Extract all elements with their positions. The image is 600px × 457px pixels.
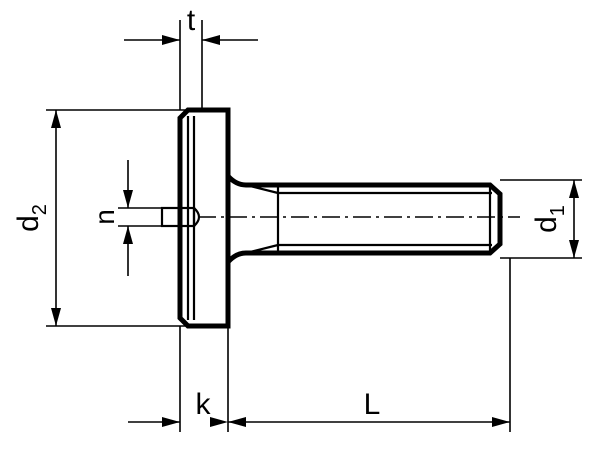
k-arrow-right bbox=[210, 417, 228, 427]
n-arrow-bottom bbox=[123, 226, 133, 244]
dimension-d2: d2 bbox=[12, 109, 186, 327]
d1-arrow-top bbox=[569, 180, 579, 198]
head-outline bbox=[177, 107, 231, 329]
d2-label: d bbox=[12, 215, 45, 232]
d2-arrow-top bbox=[51, 110, 61, 128]
dimension-t: t bbox=[124, 4, 258, 110]
L-label: L bbox=[364, 388, 381, 421]
svg-text:d2: d2 bbox=[12, 204, 51, 232]
d1-subscript: 1 bbox=[547, 205, 569, 216]
d2-arrow-bottom bbox=[51, 308, 61, 326]
d1-label-group: d1 bbox=[530, 205, 569, 233]
t-arrow-right bbox=[202, 35, 220, 45]
dimension-d1: d1 bbox=[500, 179, 582, 259]
n-arrow-top bbox=[123, 190, 133, 208]
screw-part bbox=[160, 107, 520, 329]
svg-text:d1: d1 bbox=[530, 205, 569, 233]
L-arrow-right bbox=[492, 417, 510, 427]
head-slot bbox=[160, 206, 196, 228]
dimension-k-and-L: k L bbox=[128, 258, 511, 432]
n-label-group: n bbox=[89, 209, 120, 225]
shank-outline bbox=[226, 174, 503, 264]
dimension-n: n bbox=[89, 160, 162, 276]
t-label: t bbox=[187, 4, 196, 37]
d1-arrow-bottom bbox=[569, 240, 579, 258]
d2-label-group: d2 bbox=[12, 204, 51, 232]
thread-runout-top bbox=[245, 183, 279, 195]
thread-runout-bottom bbox=[245, 243, 279, 255]
t-arrow-left bbox=[162, 35, 180, 45]
d2-subscript: 2 bbox=[29, 204, 51, 215]
k-arrow-left bbox=[162, 417, 180, 427]
n-label: n bbox=[89, 209, 120, 225]
L-arrow-left bbox=[228, 417, 246, 427]
d1-label: d bbox=[530, 216, 563, 233]
k-label: k bbox=[196, 388, 212, 421]
